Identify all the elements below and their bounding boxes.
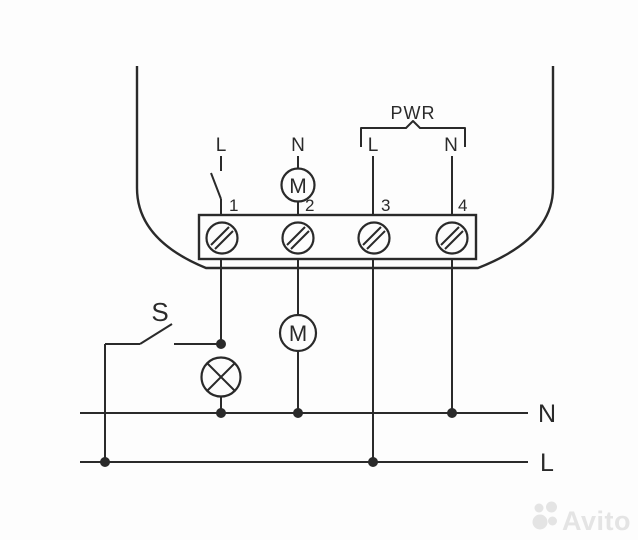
terminal-block-body [197,213,478,261]
screw-icon [205,221,239,255]
branch-power-n [447,259,457,418]
avito-logo-icon [532,501,557,530]
terminal1-top-label: L [216,135,227,156]
screw-slot [290,230,310,250]
terminal-number-3: 3 [381,196,390,215]
screw-terminal-4 [435,221,469,255]
logo-circle [532,514,548,530]
neutral-bus-label: N [538,400,556,428]
motor-letter: M [289,175,307,198]
branch-terminal2-motor: N M [280,135,316,215]
screw-terminal-1 [205,221,239,255]
line-bus: L [80,449,554,477]
terminal4-top-label: N [444,135,458,156]
terminal-number-1: 1 [229,196,238,215]
enclosure-outline [135,66,555,270]
screw-slot [444,230,464,250]
screw-slot [366,230,386,250]
screw-icon [281,221,315,255]
screw-slot [286,226,306,246]
terminal-number-4: 4 [458,196,467,215]
pwr-group: PWR L N [360,103,466,215]
open-switch-icon [210,172,222,200]
motor-letter: M [289,321,307,346]
screw-slot [214,230,234,250]
switch-label: S [151,297,168,327]
open-switch-icon [139,323,173,345]
line-bus-label: L [540,449,554,477]
screw-slot [210,226,230,246]
screw-slot [362,226,382,246]
device-enclosure [135,66,555,270]
pwr-label: PWR [391,103,436,123]
screw-icon [357,221,391,255]
lamp-cross [206,362,236,392]
switch-s-group: S [100,297,221,467]
screw-terminal-2 [281,221,315,255]
terminal2-top-label: N [291,135,305,156]
screw-slot [440,226,460,246]
branch-power-l [368,259,378,467]
terminal3-top-label: L [368,135,379,156]
branch-motor: M [278,259,318,418]
logo-circle [534,503,544,513]
screw-icon [435,221,469,255]
logo-circle [548,516,557,526]
logo-circle [546,501,557,513]
neutral-bus: N [80,400,556,428]
watermark-text: Avito [562,506,631,536]
pwr-bracket [360,120,466,147]
screw-terminal-3 [357,221,391,255]
watermark: Avito [532,501,631,536]
branch-lamp [200,259,242,418]
branch-terminal1-relay-contact: L [210,135,227,215]
terminal-number-2: 2 [305,196,314,215]
terminal-block: 1 2 3 4 [197,196,478,261]
